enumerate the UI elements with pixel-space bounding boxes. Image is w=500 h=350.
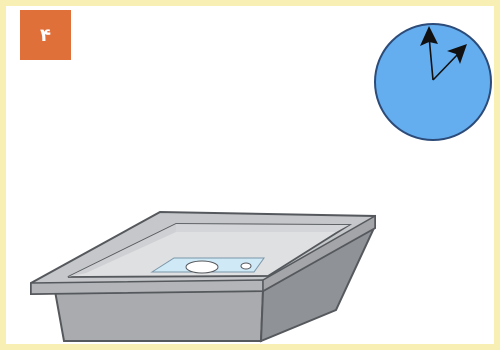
clock-face-icon <box>375 24 491 140</box>
illustration-frame: ۴ <box>6 6 494 344</box>
tray-reflection-large <box>186 261 218 273</box>
step-number-badge: ۴ <box>20 10 71 60</box>
developing-tray-icon <box>31 212 375 341</box>
tray-inner-wall-back <box>176 224 349 232</box>
tray-front <box>55 291 263 341</box>
tray-rim-front-edge <box>31 280 263 294</box>
illustration-canvas <box>6 6 494 344</box>
tray-reflection-small <box>241 263 251 269</box>
